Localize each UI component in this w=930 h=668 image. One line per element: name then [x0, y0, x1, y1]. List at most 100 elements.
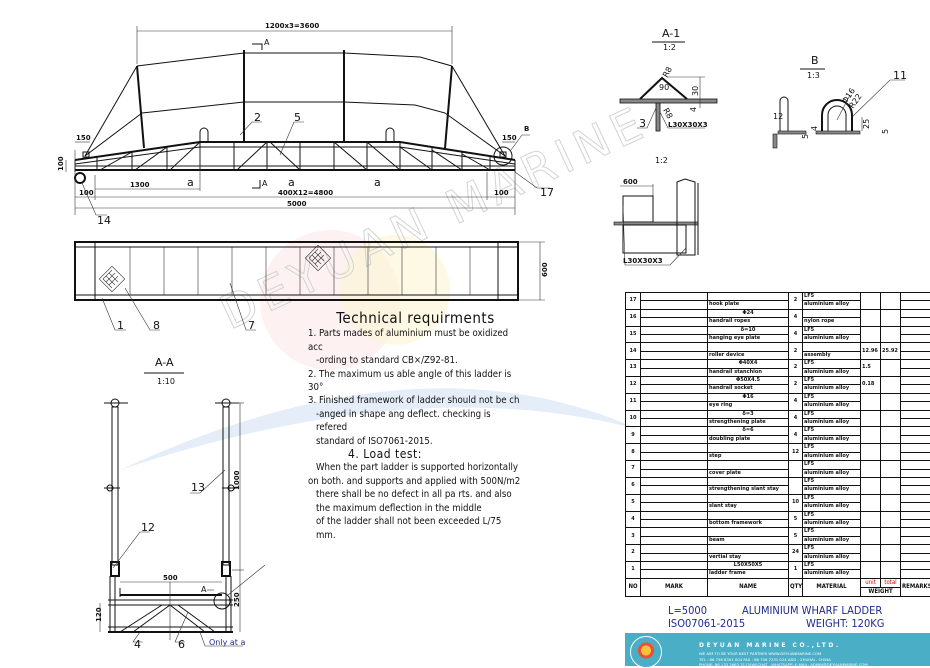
- detail-a1-dim-4: 4: [689, 107, 698, 112]
- row-name: handrail ropes: [708, 318, 789, 326]
- dim-120: 120: [95, 607, 103, 622]
- row-unit-weight: [861, 561, 881, 578]
- row-remarks-lower: [901, 536, 930, 544]
- tech-req-3a: 3. Finished framework of ladder should n…: [308, 394, 523, 407]
- callout-13: 13: [191, 481, 205, 494]
- row-material-grade: LF5: [803, 326, 861, 334]
- row-material-grade: LF5: [803, 561, 861, 569]
- row-mark-lower: [641, 301, 708, 309]
- row-number: 1: [626, 561, 641, 578]
- row-total-weight: [881, 293, 901, 310]
- row-mark-upper: [641, 293, 708, 301]
- tech-title: Technical requirments: [308, 312, 523, 325]
- dim-150-right: 150: [502, 134, 517, 142]
- header-mark: MARK: [641, 578, 708, 596]
- row-unit-weight: [861, 444, 881, 461]
- row-mark-lower: [641, 503, 708, 511]
- row-name: eye ring: [708, 402, 789, 410]
- row-qty: [789, 461, 803, 478]
- row-remarks-upper: [901, 377, 930, 385]
- row-spec: Φ50X4.5: [708, 377, 789, 385]
- row-total-weight: [881, 309, 901, 326]
- row-total-weight: [881, 511, 901, 528]
- detail-b-dim-12: 12: [773, 112, 783, 121]
- row-material: aluminium alloy: [803, 335, 861, 343]
- row-remarks-lower: [901, 318, 930, 326]
- row-qty: 2: [789, 377, 803, 394]
- row-remarks-lower: [901, 335, 930, 343]
- detail-b-scale: 1:3: [807, 71, 820, 80]
- row-remarks-upper: [901, 494, 930, 502]
- row-material: aluminium alloy: [803, 536, 861, 544]
- header-name: NAME: [708, 578, 789, 596]
- row-number: 13: [626, 360, 641, 377]
- row-name: strengthening slant stay: [708, 486, 789, 494]
- row-material: aluminium alloy: [803, 519, 861, 527]
- row-unit-weight: 1.5: [861, 360, 881, 377]
- dim-250: 250: [233, 592, 241, 607]
- row-spec: δ=10: [708, 326, 789, 334]
- ladder-length: L=5000: [668, 604, 742, 617]
- row-total-weight: [881, 528, 901, 545]
- row-qty: 4: [789, 427, 803, 444]
- row-remarks-upper: [901, 511, 930, 519]
- row-material: aluminium alloy: [803, 435, 861, 443]
- row-material: assembly: [803, 351, 861, 359]
- row-spec: [708, 545, 789, 553]
- row-remarks-lower: [901, 452, 930, 460]
- row-mark-lower: [641, 469, 708, 477]
- row-remarks-upper: [901, 561, 930, 569]
- row-name: doubling plate: [708, 435, 789, 443]
- row-mark-lower: [641, 570, 708, 578]
- row-remarks-lower: [901, 419, 930, 427]
- row-remarks-lower: [901, 368, 930, 376]
- row-material: aluminium alloy: [803, 452, 861, 460]
- row-total-weight: 25.92: [881, 343, 901, 360]
- row-name: hanging eye plate: [708, 335, 789, 343]
- row-qty: 4: [789, 326, 803, 343]
- row-total-weight: [881, 393, 901, 410]
- row-material-grade: LF5: [803, 477, 861, 485]
- row-total-weight: [881, 561, 901, 578]
- row-remarks-upper: [901, 326, 930, 334]
- callout-2: 2: [254, 111, 261, 124]
- detail-b-title: B: [811, 54, 819, 67]
- row-unit-weight: [861, 545, 881, 562]
- row-unit-weight: [861, 477, 881, 494]
- section-mark-a: A: [201, 585, 207, 594]
- row-remarks-upper: [901, 360, 930, 368]
- weight: WEIGHT: 120KG: [806, 617, 884, 630]
- callout-6: 6: [178, 638, 185, 651]
- row-qty: 2: [789, 343, 803, 360]
- company-logo-icon: [630, 636, 662, 668]
- row-mark-upper: [641, 477, 708, 485]
- row-name: roller device: [708, 351, 789, 359]
- row-mark-lower: [641, 335, 708, 343]
- section-aa-title: A-A: [155, 356, 174, 369]
- row-number: 2: [626, 545, 641, 562]
- row-mark-upper: [641, 410, 708, 418]
- load-test-line-1: When the part ladder is supported horizo…: [308, 461, 523, 474]
- tech-req-2: 2. The maximum us able angle of this lad…: [308, 368, 523, 395]
- row-remarks-lower: [901, 351, 930, 359]
- callout-3: 3: [639, 117, 646, 130]
- row-spec: [708, 528, 789, 536]
- row-material-grade: [803, 343, 861, 351]
- row-remarks-lower: [901, 503, 930, 511]
- tech-req-3b: -anged in shape ang deflect. checking is…: [308, 408, 523, 435]
- row-material-grade: LF5: [803, 393, 861, 401]
- load-test-line-2: on both. and supports and applied with 5…: [308, 475, 523, 488]
- row-mark-upper: [641, 309, 708, 317]
- row-total-weight: [881, 427, 901, 444]
- row-material-grade: LF5: [803, 528, 861, 536]
- row-mark-lower: [641, 385, 708, 393]
- row-qty: 24: [789, 545, 803, 562]
- row-mark-upper: [641, 461, 708, 469]
